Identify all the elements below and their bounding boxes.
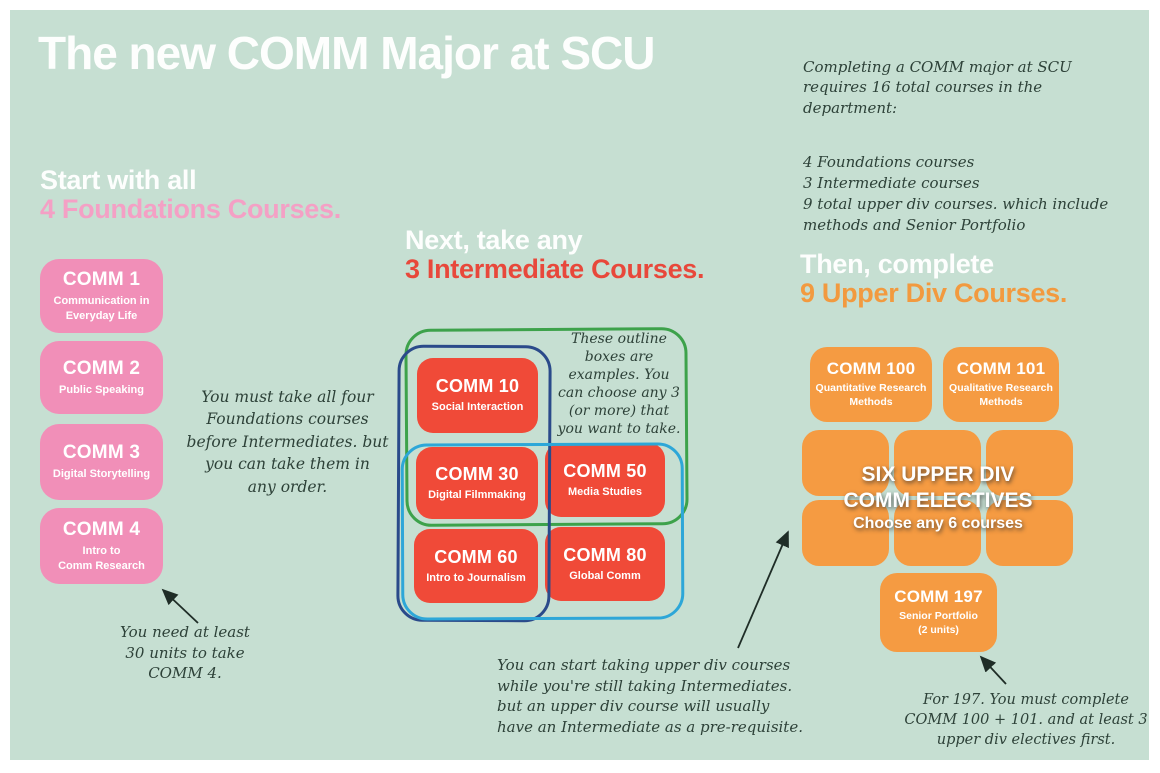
upperdiv-heading-line2: 9 Upper Div Courses.: [800, 278, 1068, 309]
course-card-comm4: COMM 4 Intro to Comm Research: [40, 508, 163, 584]
intro-note: Completing a COMM major at SCU requires …: [803, 36, 1153, 256]
arrow-to-electives: [737, 530, 789, 649]
course-code: COMM 4: [62, 519, 141, 541]
course-code: COMM 30: [435, 463, 519, 484]
electives-label-line1: SIX UPPER DIV: [861, 463, 1015, 486]
course-card-comm1: COMM 1 Communication in Everyday Life: [40, 259, 163, 333]
arrow-to-comm197: [979, 655, 1007, 685]
course-card-comm50: COMM 50 Media Studies: [545, 443, 665, 517]
course-code: COMM 10: [435, 376, 520, 397]
elective-slot: [802, 500, 889, 566]
course-name: Qualitative Research Methods: [949, 382, 1053, 408]
course-code: COMM 60: [434, 546, 518, 567]
elective-slot: [802, 430, 889, 496]
course-name: Digital Filmmaking: [428, 488, 526, 501]
course-code: COMM 101: [956, 359, 1046, 379]
intermediates-heading: Next, take any 3 Intermediate Courses.: [405, 225, 705, 285]
course-name: Global Comm: [569, 569, 641, 582]
intro-note-course-list: 4 Foundations courses 3 Intermediate cou…: [803, 153, 1109, 234]
course-card-comm197: COMM 197 Senior Portfolio (2 units): [880, 573, 997, 652]
course-units: (2 units): [918, 624, 959, 636]
course-card-comm2: COMM 2 Public Speaking: [40, 341, 163, 414]
course-card-comm80: COMM 80 Global Comm: [545, 527, 665, 601]
course-code: COMM 50: [563, 460, 647, 481]
intermediates-heading-line1: Next, take any: [405, 225, 583, 255]
course-code: COMM 2: [62, 357, 141, 379]
course-card-comm30: COMM 30 Digital Filmmaking: [416, 447, 538, 519]
electives-label-line3: Choose any 6 courses: [853, 515, 1023, 533]
course-card-comm10: COMM 10 Social Interaction: [417, 358, 538, 433]
course-card-comm101: COMM 101 Qualitative Research Methods: [943, 347, 1059, 422]
foundations-order-note: You must take all four Foundations cours…: [186, 388, 389, 496]
course-name: Social Interaction: [431, 401, 524, 414]
elective-slot: [894, 500, 981, 566]
course-code: COMM 80: [563, 544, 647, 565]
course-code: COMM 1: [62, 269, 141, 291]
elective-slot: [986, 500, 1073, 566]
course-code: COMM 3: [62, 442, 141, 464]
upperdiv-heading-line1: Then, complete: [800, 249, 994, 279]
example-outline-blue: [400, 442, 685, 621]
course-name: Digital Storytelling: [52, 468, 151, 481]
foundations-heading: Start with all 4 Foundations Courses.: [40, 165, 341, 225]
intermediates-heading-line2: 3 Intermediate Courses.: [405, 254, 705, 285]
elective-slot: [894, 430, 981, 496]
page-title: The new COMM Major at SCU: [38, 27, 655, 79]
elective-slot: [986, 430, 1073, 496]
upperdiv-heading: Then, complete 9 Upper Div Courses.: [800, 249, 1068, 309]
course-name: Senior Portfolio: [899, 610, 978, 623]
course-card-comm100: COMM 100 Quantitative Research Methods: [810, 347, 932, 422]
course-card-comm60: COMM 60 Intro to Journalism: [414, 529, 538, 603]
course-name: Intro to Comm Research: [58, 545, 145, 572]
course-card-comm3: COMM 3 Digital Storytelling: [40, 424, 163, 500]
foundations-units-note: You need at least 30 units to take COMM …: [120, 623, 250, 683]
course-name: Intro to Journalism: [426, 571, 526, 584]
outline-boxes-note: These outline boxes are examples. You ca…: [557, 331, 681, 437]
foundations-heading-line1: Start with all: [40, 165, 197, 195]
course-code: COMM 100: [826, 359, 916, 379]
course-code: COMM 197: [894, 587, 983, 607]
course-name: Public Speaking: [59, 383, 144, 396]
foundations-heading-line2: 4 Foundations Courses.: [40, 194, 341, 225]
course-name: Communication in Everyday Life: [53, 295, 150, 322]
course-name: Quantitative Research Methods: [815, 382, 927, 408]
arrow-to-comm4: [161, 588, 199, 624]
course-name: Media Studies: [568, 485, 642, 498]
electives-label: SIX UPPER DIV COMM ELECTIVES Choose any …: [788, 462, 1088, 533]
comm197-prereq-note: For 197. You must complete COMM 100 + 10…: [904, 692, 1148, 748]
electives-label-line2: COMM ELECTIVES: [843, 488, 1033, 512]
upperdiv-start-note: You can start taking upper div courses w…: [497, 656, 803, 737]
intro-note-paragraph: Completing a COMM major at SCU requires …: [803, 57, 1072, 118]
